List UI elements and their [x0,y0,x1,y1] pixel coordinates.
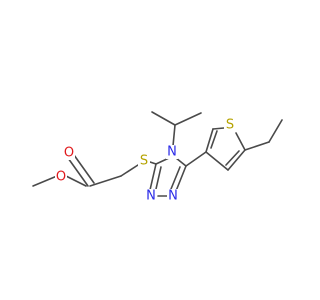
bond-c3-n-double-2 [155,166,162,190]
bond-n4-c5 [175,157,187,167]
atom-n-ring-iso: N [166,145,178,160]
bond-methyl-o [32,175,58,187]
atom-n-ring-b-label: N [168,189,178,204]
bond-th-c4-c3 [205,151,229,171]
bond-th-c3-c2-double [210,130,218,149]
bond-layer [32,111,283,197]
atom-o-ester-label: O [56,170,66,185]
bond-th-c5-c4 [227,149,246,171]
bond-s-c3 [149,161,157,165]
bond-th-c5-c4-double [225,150,240,166]
atom-n-ring-iso-label: N [167,145,177,160]
bond-th-s-c5 [235,132,246,151]
molecule-structure: O O S N N N S [32,111,283,204]
bond-n4-ch [172,124,176,147]
bond-c5-ch2 [244,141,270,151]
atom-n-ring-a-label: N [146,189,156,204]
atom-s-thiophene-label: S [226,118,234,133]
atom-o-carbonyl-label: O [64,146,74,161]
bond-ch2-s [120,164,139,177]
bond-c5-n-double-2 [170,166,181,190]
atom-s-thioether-label: S [140,154,148,169]
bond-ch2-ch3 [268,119,283,143]
bond-carbonyl-double-2 [73,154,95,184]
atom-label-layer: O O S N N N S [55,118,236,204]
atom-n-ring-b: N [167,189,179,204]
bond-ch-me2 [174,112,202,126]
bond-o-carbonylc [65,175,87,187]
bond-carbonyl-double-1 [67,157,89,187]
atom-o-carbonyl: O [63,146,75,161]
bond-carbonylc-ch2 [89,175,122,187]
atom-s-thioether: S [138,154,150,169]
bond-ch-me1 [151,111,176,126]
atom-n-ring-a: N [145,189,157,204]
bond-th-c2-s [212,127,225,130]
bond-th-c3-c2 [205,128,214,153]
bond-c5-thiophene [185,151,207,167]
atom-o-ester: O [55,170,67,185]
atom-s-thiophene: S [224,118,236,133]
bond-c3-n-double-1 [149,163,157,191]
bond-c5-n-double-1 [175,165,187,192]
